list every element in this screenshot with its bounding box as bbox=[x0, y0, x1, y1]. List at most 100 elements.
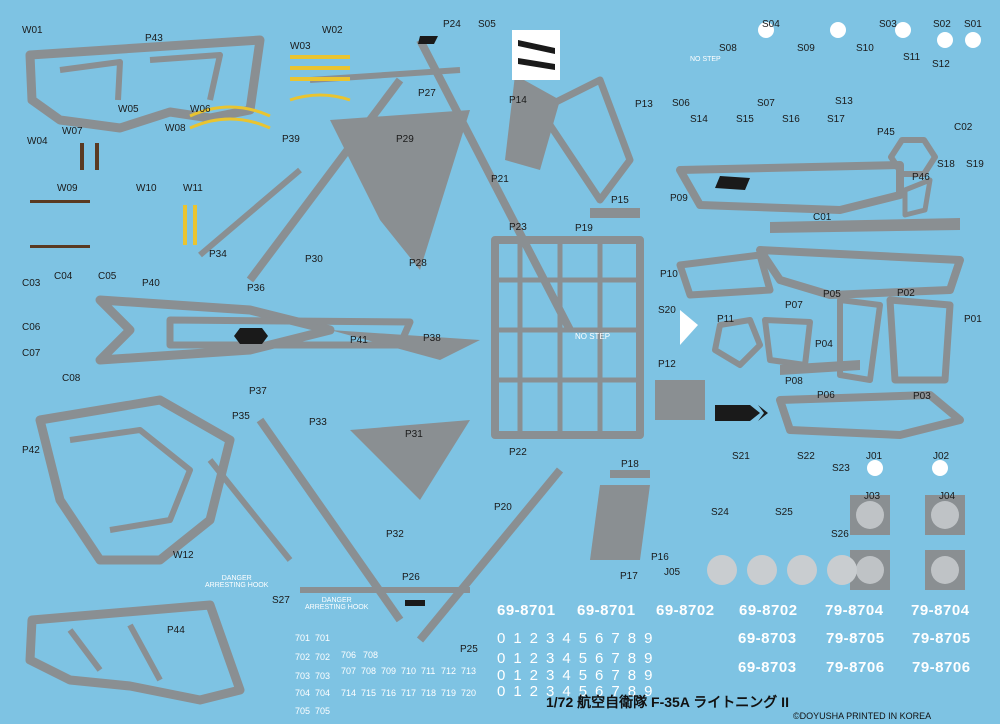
label-s15: S15 bbox=[736, 114, 754, 125]
label-w06: W06 bbox=[190, 104, 211, 115]
label-c07: C07 bbox=[22, 348, 41, 359]
danger-stencil-2: DANGER ARRESTING HOOK bbox=[305, 597, 368, 612]
danger-stencil-1: DANGER ARRESTING HOOK bbox=[205, 575, 268, 590]
small-number: 705 bbox=[315, 706, 331, 716]
no-step-stencil-center: NO STEP bbox=[575, 332, 611, 341]
small-number: 703 bbox=[295, 671, 311, 681]
label-p17: P17 bbox=[620, 571, 638, 582]
label-s11: S11 bbox=[903, 52, 921, 63]
p33-diagonal bbox=[256, 417, 404, 623]
label-p35: P35 bbox=[232, 411, 250, 422]
small-number: 704 bbox=[295, 688, 311, 698]
brown-stripes bbox=[30, 143, 99, 248]
s05-black-stripes bbox=[518, 40, 555, 70]
p13-panel bbox=[536, 76, 634, 204]
p19-grid-lines bbox=[495, 240, 640, 435]
p26-black-mark bbox=[405, 600, 425, 606]
label-s14: S14 bbox=[690, 114, 708, 125]
registration-2: 69-8701 bbox=[577, 602, 636, 619]
j02-roundel bbox=[932, 460, 948, 476]
registration-10: 69-8703 bbox=[738, 659, 797, 676]
w05-yellow-arc-3 bbox=[289, 93, 351, 102]
p44-wing-inner bbox=[67, 623, 163, 682]
j04b-disc bbox=[931, 556, 959, 584]
small-number: 703 bbox=[315, 671, 331, 681]
j03b-disc bbox=[856, 556, 884, 584]
s20-white-shape bbox=[680, 310, 698, 345]
label-s04: S04 bbox=[762, 19, 780, 30]
digit-row-1: 0123456789 bbox=[497, 630, 661, 647]
small-number: 714 bbox=[341, 688, 357, 698]
small-number: 707 bbox=[341, 666, 357, 676]
label-s22: S22 bbox=[797, 451, 815, 462]
p19-grid-frame bbox=[491, 236, 644, 439]
label-p18: P18 bbox=[621, 459, 639, 470]
p17-panel bbox=[590, 485, 650, 560]
p24-black-mark bbox=[418, 36, 438, 44]
label-p12: P12 bbox=[658, 359, 676, 370]
small-number: 712 bbox=[441, 666, 457, 676]
registration-11: 79-8706 bbox=[826, 659, 885, 676]
label-c06: C06 bbox=[22, 322, 41, 333]
label-p20: P20 bbox=[494, 502, 512, 513]
small-number: 718 bbox=[421, 688, 437, 698]
small-number: 719 bbox=[441, 688, 457, 698]
label-p45: P45 bbox=[877, 127, 895, 138]
label-p14: P14 bbox=[509, 95, 527, 106]
p08-black-arrows bbox=[715, 405, 768, 421]
registration-9: 79-8705 bbox=[912, 630, 971, 647]
j05-disc-1 bbox=[707, 555, 737, 585]
small-number: 705 bbox=[295, 706, 311, 716]
s-logos-row bbox=[758, 22, 981, 48]
label-p44: P44 bbox=[167, 625, 185, 636]
p06-frame bbox=[776, 391, 964, 439]
label-p27: P27 bbox=[418, 88, 436, 99]
label-s12: S12 bbox=[932, 59, 950, 70]
p30-diagonal bbox=[246, 77, 404, 283]
label-s27: S27 bbox=[272, 595, 290, 606]
label-j02: J02 bbox=[933, 451, 950, 462]
label-s06: S06 bbox=[672, 98, 690, 109]
label-p19: P19 bbox=[575, 223, 593, 234]
label-p43: P43 bbox=[145, 33, 163, 44]
small-number: 717 bbox=[401, 688, 417, 698]
label-s09: S09 bbox=[797, 43, 815, 54]
label-c02: C02 bbox=[954, 122, 973, 133]
label-j05: J05 bbox=[664, 567, 681, 578]
small-number: 710 bbox=[401, 666, 417, 676]
label-p16: P16 bbox=[651, 552, 669, 563]
p45-hexagon bbox=[888, 137, 938, 177]
j03-disc bbox=[856, 501, 884, 529]
p46-frame bbox=[902, 177, 933, 218]
digit-row-4: 0123456789 bbox=[497, 683, 661, 700]
label-p09: P09 bbox=[670, 193, 688, 204]
p43-wing-inner bbox=[59, 52, 223, 101]
label-p03: P03 bbox=[913, 391, 931, 402]
label-s13: S13 bbox=[835, 96, 853, 107]
label-c04: C04 bbox=[54, 271, 73, 282]
sheet-title: 1/72 航空自衛隊 F-35A ライトニング II bbox=[546, 694, 789, 710]
label-p33: P33 bbox=[309, 417, 327, 428]
p18-strip bbox=[610, 470, 650, 478]
registration-6: 79-8704 bbox=[911, 602, 970, 619]
p36-black-hex bbox=[234, 328, 268, 344]
registration-1: 69-8701 bbox=[497, 602, 556, 619]
label-s05: S05 bbox=[478, 19, 496, 30]
registration-5: 79-8704 bbox=[825, 602, 884, 619]
label-p46: P46 bbox=[912, 172, 930, 183]
small-number: 720 bbox=[461, 688, 477, 698]
label-p13: P13 bbox=[635, 99, 653, 110]
registration-7: 69-8703 bbox=[738, 630, 797, 647]
label-w04: W04 bbox=[27, 136, 48, 147]
registration-3: 69-8702 bbox=[656, 602, 715, 619]
digit-row-3: 0123456789 bbox=[497, 667, 661, 684]
label-p24: P24 bbox=[443, 19, 461, 30]
registration-8: 79-8705 bbox=[826, 630, 885, 647]
label-w09: W09 bbox=[57, 183, 78, 194]
label-s20: S20 bbox=[658, 305, 676, 316]
registration-12: 79-8706 bbox=[912, 659, 971, 676]
label-p06: P06 bbox=[817, 390, 835, 401]
label-j01: J01 bbox=[866, 451, 883, 462]
